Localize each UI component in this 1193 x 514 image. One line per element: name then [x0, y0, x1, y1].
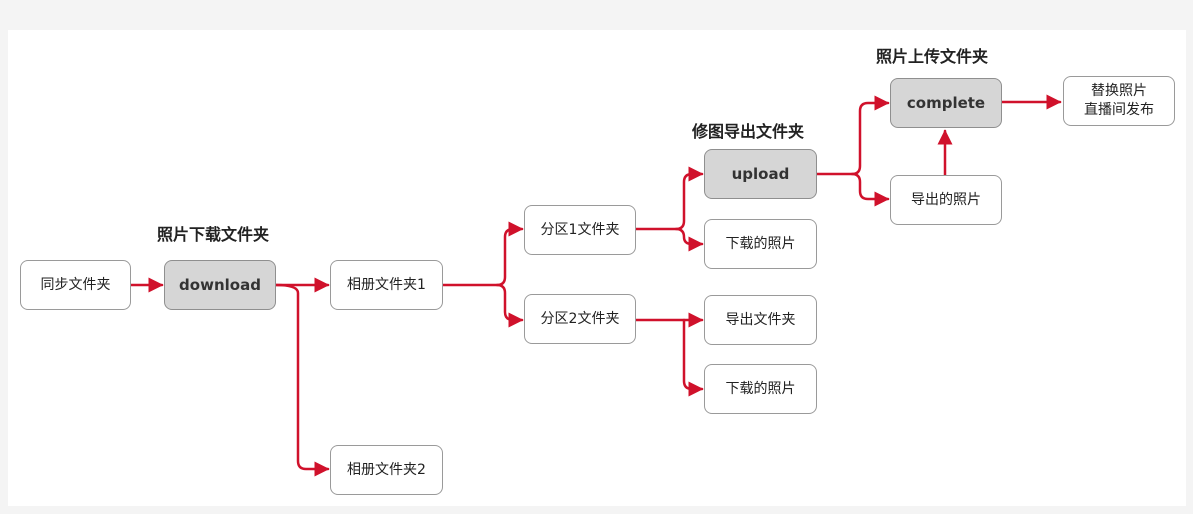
connector-upload-to-complete: [815, 95, 890, 176]
connector-album-1-to-partition-1: [441, 221, 524, 287]
connector-partition-1-to-downloaded-photos-1: [674, 227, 704, 252]
node-replace-photos-line-1: 替换照片: [1091, 83, 1147, 99]
node-export-folder: 导出文件夹: [704, 295, 817, 345]
caption-edit-export-folder: 修图导出文件夹: [692, 122, 805, 141]
node-partition-1-folder: 分区1文件夹: [524, 205, 636, 255]
node-replace-photos-publish: 替换照片 直播间发布: [1063, 76, 1175, 126]
caption-download-folder: 照片下载文件夹: [157, 225, 270, 244]
node-complete: complete: [890, 78, 1002, 128]
connector-partition-1-to-upload: [634, 166, 704, 231]
node-replace-photos-line-2: 直播间发布: [1084, 102, 1154, 118]
connector-upload-to-exported-photos: [850, 172, 890, 207]
connector-download-to-album-2: [274, 283, 330, 477]
node-downloaded-photos-1: 下载的照片: [704, 219, 817, 269]
node-download: download: [164, 260, 276, 310]
connector-album-1-to-partition-2: [495, 283, 524, 328]
node-partition-2-folder: 分区2文件夹: [524, 294, 636, 344]
caption-upload-folder: 照片上传文件夹: [876, 47, 989, 66]
node-exported-photos: 导出的照片: [890, 175, 1002, 225]
node-upload: upload: [704, 149, 817, 199]
connector-partition-2-to-downloaded-photos-2: [682, 318, 704, 397]
node-album-folder-1: 相册文件夹1: [330, 260, 443, 310]
node-album-folder-2: 相册文件夹2: [330, 445, 443, 495]
node-sync-folder: 同步文件夹: [20, 260, 131, 310]
node-downloaded-photos-2: 下载的照片: [704, 364, 817, 414]
